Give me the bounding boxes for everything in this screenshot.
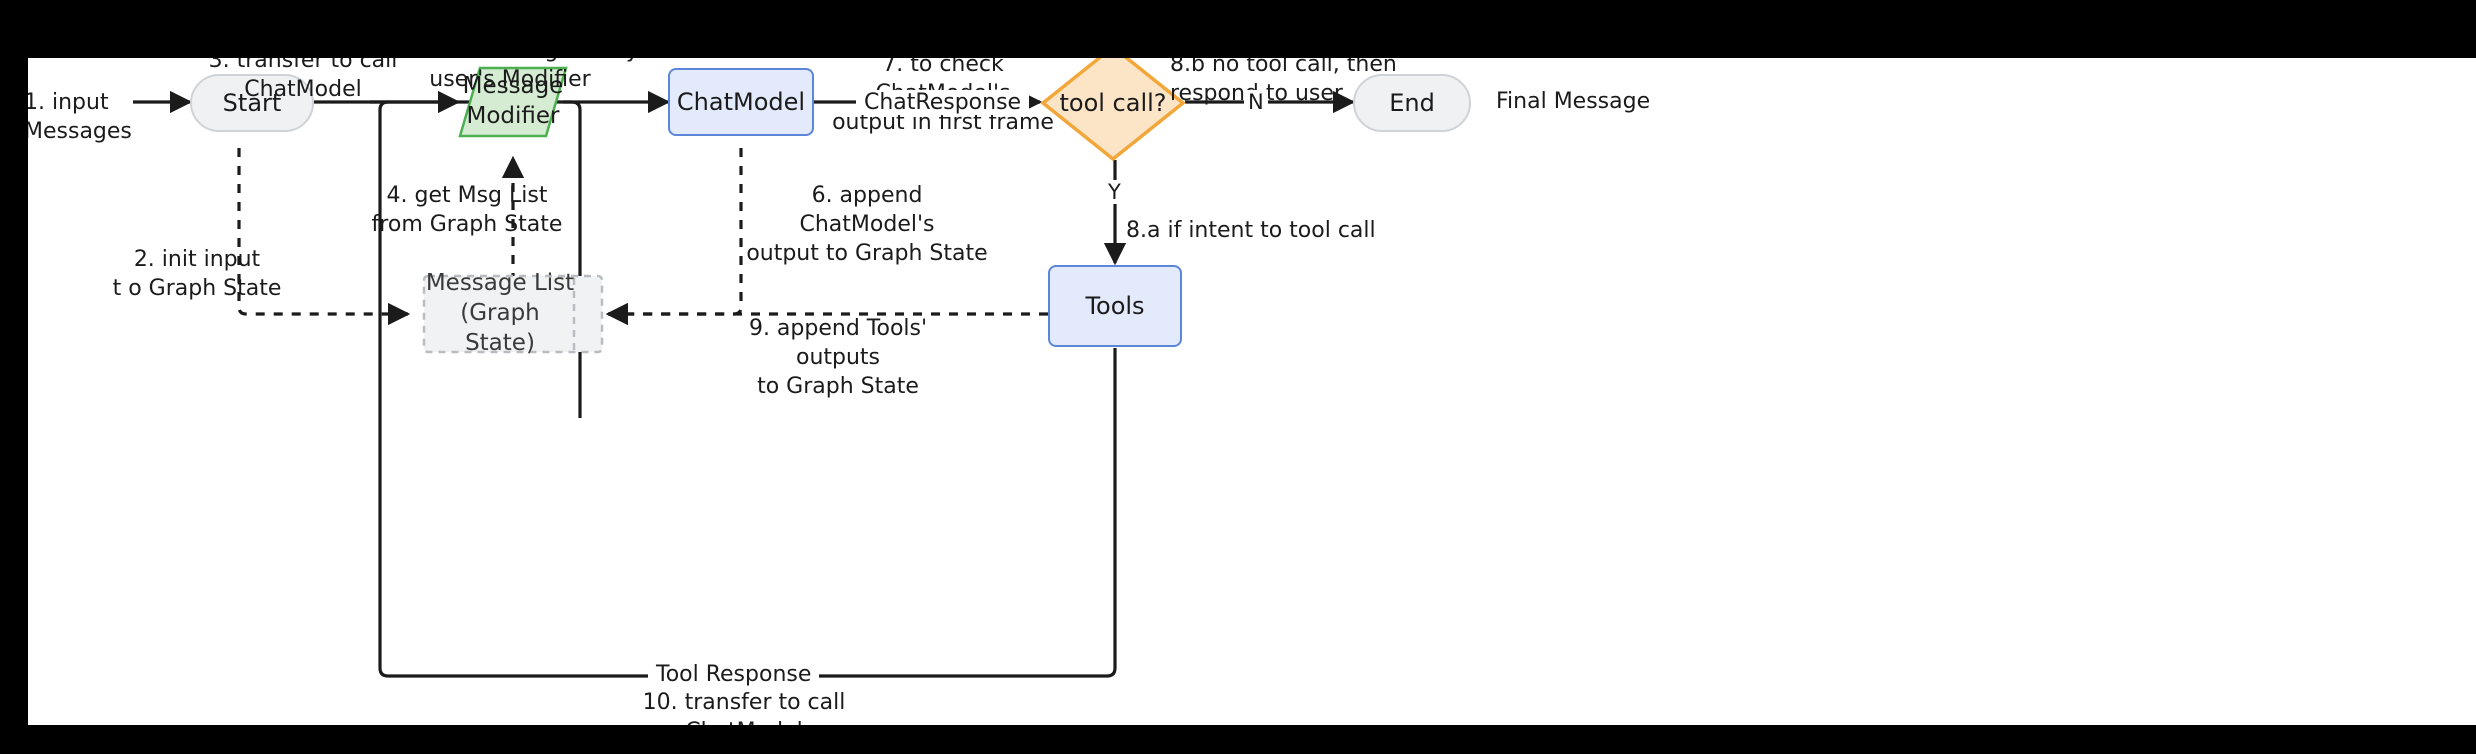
node-decision-label: tool call? (1059, 89, 1167, 117)
node-end[interactable]: End (1353, 74, 1471, 132)
annotation-10-transfer-call-chatmodel: 10. transfer to call ChatModel (642, 690, 846, 725)
node-chatmodel[interactable]: ChatModel (668, 68, 814, 136)
edge-start-to-state-dashed (237, 148, 411, 326)
node-message-list-state[interactable]: Message List (Graph State) (422, 270, 604, 356)
annotation-8b-no-tool-call: 8.b no tool call, then respond to user (1170, 58, 1397, 107)
edge-label-chatresponse: ChatResponse (856, 90, 1030, 115)
node-message-list-label: Message List (Graph State) (425, 270, 575, 356)
annotation-4-get-msg-list: 4. get Msg List from Graph State (371, 183, 563, 238)
node-decision-toolcall[interactable]: tool call? (1040, 58, 1186, 162)
node-tools[interactable]: Tools (1048, 265, 1182, 347)
annotation-3-transfer-to-chatmodel: 3. transfer to call ChatModel (208, 58, 398, 103)
edge-label-final-message: Final Message (1496, 89, 1651, 114)
node-message-modifier[interactable]: Message Modifier (458, 66, 568, 138)
decision-diamond-shape (1040, 58, 1186, 162)
edge-start-to-modifier (314, 100, 582, 418)
edge-tools-loop-back (378, 100, 1117, 678)
message-modifier-shape (458, 66, 568, 138)
annotation-9-append-tools-outputs: 9. append Tools' outputs to Graph State (748, 316, 928, 400)
annotation-5-decorate-msg-list: 5. decorate Msg List By user's Modifier (381, 58, 639, 93)
edge-label-tool-response: Tool Response (648, 662, 820, 687)
annotation-1-input-messages: 1. input Messages (28, 90, 132, 145)
edge-chatmodel-to-state-dashed (605, 148, 743, 326)
edge-label-no-branch: N (1244, 90, 1268, 114)
edge-label-yes-branch: Y (1104, 180, 1125, 204)
node-chatmodel-label: ChatModel (676, 88, 806, 116)
datastore-shape (422, 274, 604, 354)
annotation-6-append-chatmodel-output: 6. append ChatModel's output to Graph St… (746, 183, 988, 267)
node-tools-label: Tools (1085, 292, 1145, 320)
node-message-modifier-label: Message Modifier (462, 73, 564, 129)
annotation-2-init-input: 2. init input t o Graph State (112, 247, 282, 302)
node-start-label: Start (222, 89, 282, 117)
annotation-8a-if-intent-tool-call: 8.a if intent to tool call (1126, 218, 1376, 243)
node-end-label: End (1389, 89, 1435, 117)
edge-layer (133, 90, 1356, 678)
node-start[interactable]: Start (190, 74, 314, 132)
diagram-canvas: Start Message Modifier ChatModel tool ca… (28, 58, 2476, 725)
